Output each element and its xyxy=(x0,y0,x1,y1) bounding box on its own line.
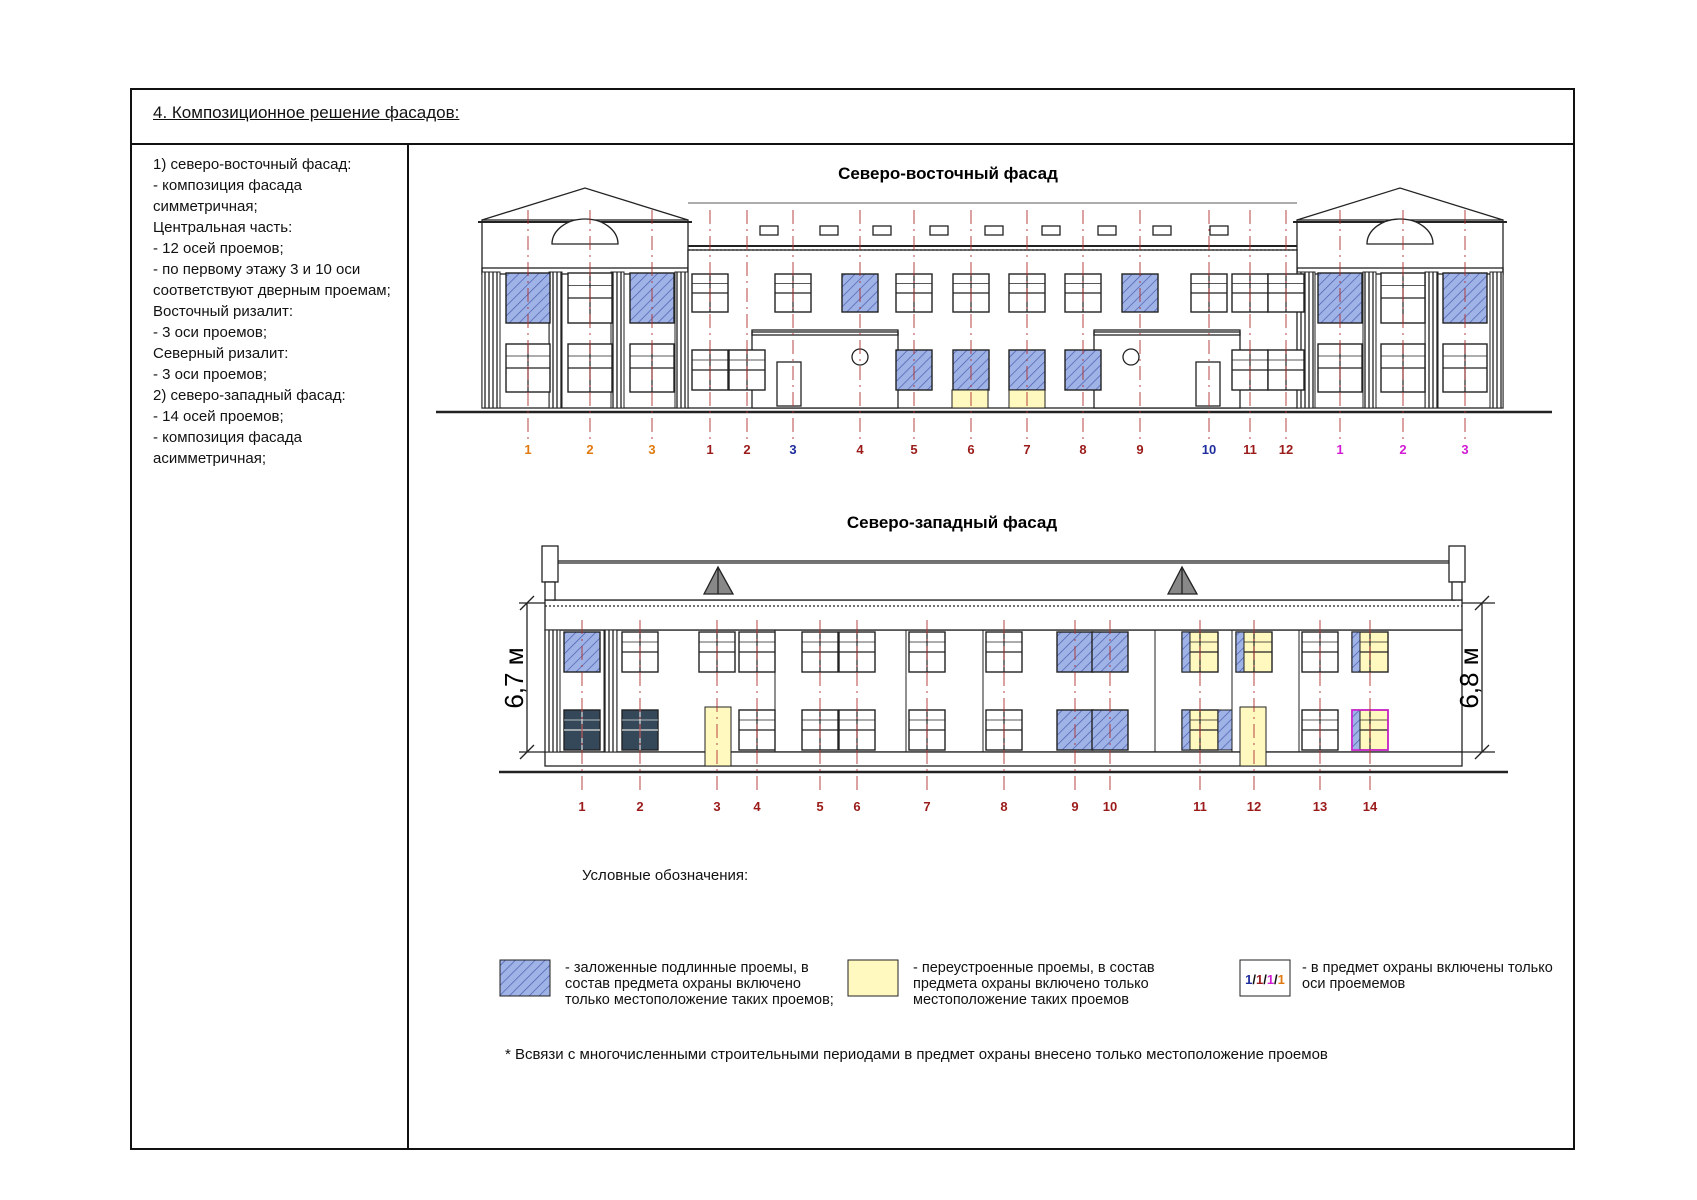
hatch-strip xyxy=(1235,631,1245,673)
rebuilt-door xyxy=(704,706,732,767)
axis-sample-glyph: / xyxy=(1263,972,1267,987)
legend-axis-sample: 1/1/1/1 xyxy=(1245,972,1285,987)
hatch-strip xyxy=(1217,709,1233,751)
axis-sample-glyph: 1 xyxy=(1245,972,1252,987)
axis-sample-glyph: 1 xyxy=(1278,972,1285,987)
axis-label: 11 xyxy=(1243,442,1257,457)
legend-item-3: - в предмет охраны включены только оси п… xyxy=(1302,960,1553,992)
axis-label: 3 xyxy=(713,799,720,814)
axis-label: 7 xyxy=(1023,442,1030,457)
nw-facade-title: Северо-западный фасад xyxy=(847,513,1057,532)
axis-sample-glyph: 1 xyxy=(1267,972,1274,987)
axis-label: 2 xyxy=(636,799,643,814)
desc-line: - композиция фасада симметричная; xyxy=(153,177,302,215)
axis-label: 10 xyxy=(1103,799,1117,814)
pilaster xyxy=(674,271,689,409)
pilaster xyxy=(603,629,618,753)
document-frame: 4. Композиционное решение фасадов: 1) се… xyxy=(130,88,1575,1150)
desc-line: 2) северо-западный фасад: xyxy=(153,387,346,404)
axis-label: 2 xyxy=(586,442,593,457)
axis-label: 1 xyxy=(706,442,713,457)
axis-label: 10 xyxy=(1202,442,1216,457)
axis-label: 4 xyxy=(753,799,761,814)
axis-label: 4 xyxy=(856,442,864,457)
legend-title: Условные обозначения: xyxy=(582,867,749,884)
axis-label: 3 xyxy=(648,442,655,457)
axis-label: 13 xyxy=(1313,799,1327,814)
legend-axis-swatch xyxy=(1239,959,1291,997)
hatch-strip xyxy=(1351,709,1361,751)
axis-label: 3 xyxy=(1461,442,1468,457)
desc-line: 1) северо-восточный фасад: xyxy=(153,156,352,173)
axis-label: 12 xyxy=(1247,799,1261,814)
pilaster xyxy=(481,271,501,409)
desc-line: Восточный ризалит: xyxy=(153,303,294,320)
desc-line: Центральная часть: xyxy=(153,219,293,236)
pilaster xyxy=(1362,271,1377,409)
ne-facade-title: Северо-восточный фасад xyxy=(838,164,1058,183)
axis-label: 6 xyxy=(853,799,860,814)
hatch-strip xyxy=(1181,631,1191,673)
axis-label: 8 xyxy=(1079,442,1086,457)
axis-sample-glyph: / xyxy=(1252,972,1256,987)
header-row: 4. Композиционное решение фасадов: xyxy=(132,90,1573,145)
axis-label: 6 xyxy=(967,442,974,457)
desc-line: - 14 осей проемов; xyxy=(153,408,284,425)
axis-label: 1 xyxy=(1336,442,1343,457)
height-label-left: 6,7 м xyxy=(499,647,529,708)
legend-hatch-swatch xyxy=(499,959,551,997)
axis-label: 1 xyxy=(524,442,531,457)
axis-sample-glyph: / xyxy=(1274,972,1278,987)
axis-label: 12 xyxy=(1279,442,1293,457)
axis-label: 1 xyxy=(578,799,585,814)
pilaster xyxy=(548,271,563,409)
axis-label: 11 xyxy=(1193,799,1207,814)
hatch-strip xyxy=(1351,631,1361,673)
axis-label: 2 xyxy=(743,442,750,457)
desc-line: - по первому этажу 3 и 10 оси соответств… xyxy=(153,261,391,299)
description-column: 1) северо-восточный фасад: - композиция … xyxy=(132,143,409,1148)
rebuilt-opening xyxy=(951,389,989,409)
legend-item-1: - заложенные подлинные проемы, в состав … xyxy=(565,960,834,1008)
section-title: 4. Композиционное решение фасадов: xyxy=(153,103,460,122)
axis-label: 14 xyxy=(1363,799,1378,814)
desc-line: - 12 осей проемов; xyxy=(153,240,284,257)
legend-yellow-swatch xyxy=(847,959,899,997)
description-text: 1) северо-восточный фасад: - композиция … xyxy=(153,154,398,469)
axis-label: 8 xyxy=(1000,799,1007,814)
desc-line: Северный ризалит: xyxy=(153,345,289,362)
axis-label: 5 xyxy=(910,442,917,457)
desc-line: - композиция фасада асимметричная; xyxy=(153,429,302,467)
axis-label: 5 xyxy=(816,799,823,814)
desc-line: - 3 оси проемов; xyxy=(153,366,268,383)
desc-line: - 3 оси проемов; xyxy=(153,324,268,341)
height-label-right: 6,8 м xyxy=(1454,647,1484,708)
axis-sample-glyph: 1 xyxy=(1256,972,1263,987)
legend-item-2: - переустроенные проемы, в состав предме… xyxy=(913,960,1155,1008)
axis-label: 3 xyxy=(789,442,796,457)
pilaster xyxy=(610,271,625,409)
pilaster xyxy=(544,629,561,753)
hatch-strip xyxy=(1181,709,1191,751)
footnote: * Всвязи с многочисленными строительными… xyxy=(505,1046,1328,1063)
axis-label: 2 xyxy=(1399,442,1406,457)
rebuilt-door xyxy=(1239,706,1267,767)
axis-label: 9 xyxy=(1136,442,1143,457)
axis-label: 7 xyxy=(923,799,930,814)
pilaster xyxy=(1424,271,1439,409)
pilaster xyxy=(1489,271,1504,409)
axis-label: 9 xyxy=(1071,799,1078,814)
